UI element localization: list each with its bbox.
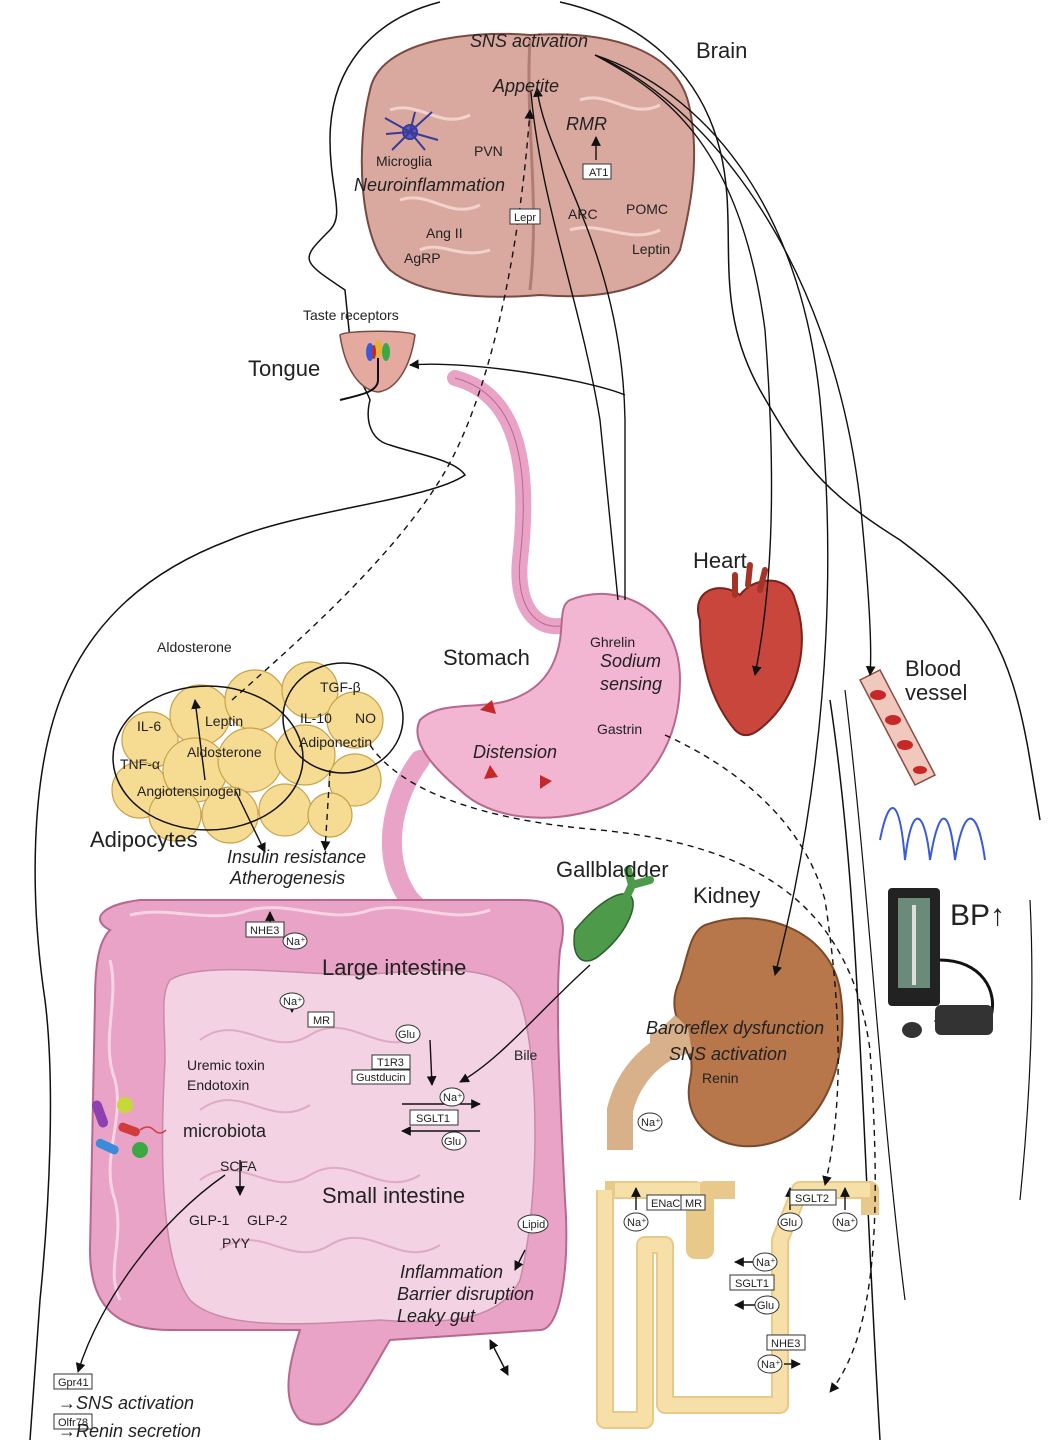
stomach-sodium: Sodium [600,651,661,671]
brain-at1: AT1 [589,167,608,179]
brain-ang2: Ang II [426,225,463,241]
kidney-label: Kidney [693,883,760,908]
int-pyy: PYY [222,1235,251,1251]
large-intestine-label: Large intestine [322,955,466,980]
stomach-ghrelin: Ghrelin [590,634,635,650]
bp-waveform [880,808,985,860]
int-microbiota: microbiota [183,1121,267,1141]
adipo-leptin: Leptin [205,713,243,729]
tubule-na4: Na⁺ [761,1359,781,1371]
tubule-na2: Na⁺ [836,1217,856,1229]
brain-rmr: RMR [566,114,607,134]
int-na3: Na⁺ [443,1092,463,1104]
adipo-il10: IL-10 [300,710,332,726]
adipo-angiotensinogen: Angiotensinogen [137,783,241,799]
int-glu1: Glu [398,1029,415,1041]
int-glp2: GLP-2 [247,1212,288,1228]
int-glu2: Glu [444,1136,461,1148]
int-bile: Bile [514,1047,538,1063]
brain-agrp: AgRP [404,250,441,266]
tubule-glu2: Glu [757,1300,774,1312]
adipo-no: NO [355,710,376,726]
int-scfa: SCFA [220,1158,257,1174]
gallbladder-label: Gallbladder [556,857,669,882]
gpr41-label: Gpr41 [58,1377,89,1389]
int-mr: MR [313,1015,330,1027]
gallbladder-icon [574,870,650,961]
heart-icon [698,565,802,735]
adipo-adiponectin: Adiponectin [299,734,372,750]
tubule-na1: Na⁺ [627,1217,647,1229]
small-intestine-label: Small intestine [322,1183,465,1208]
kidney-mr: MR [685,1198,702,1210]
kidney-renin: Renin [702,1070,739,1086]
bp-label: BP↑ [950,899,1005,932]
int-nhe3: NHE3 [250,925,279,937]
tongue-icon [340,331,415,400]
int-inflammation: Inflammation [400,1262,503,1282]
adipocytes-label: Adipocytes [90,827,198,852]
adipo-il6: IL-6 [137,718,161,734]
tubule-glu1: Glu [780,1217,797,1229]
esophagus [455,378,580,626]
stomach-gastrin: Gastrin [597,721,642,737]
brain-appetite: Appetite [492,76,559,96]
blood-vessel-label-1: Blood [905,656,961,681]
adipo-aldosterone-top: Aldosterone [157,639,232,655]
stomach-label: Stomach [443,645,530,670]
brain-leptin: Leptin [632,241,670,257]
adipo-tgf: TGF-β [320,679,361,695]
int-barrier: Barrier disruption [397,1284,534,1304]
tongue-label: Tongue [248,356,320,381]
int-na1: Na⁺ [286,936,306,948]
heart-label: Heart [693,548,747,573]
brain-microglia: Microglia [376,153,432,169]
brain-pvn: PVN [474,143,503,159]
int-sglt1: SGLT1 [416,1113,450,1125]
brain-label: Brain [696,38,747,63]
int-uremic-toxin: Uremic toxin [187,1057,265,1073]
int-endotoxin: Endotoxin [187,1077,249,1093]
int-t1r3: T1R3 [377,1057,404,1069]
kidney-enac: ENaC [651,1198,680,1210]
int-lipid: Lipid [522,1219,545,1231]
adipo-atherogenesis: Atherogenesis [229,868,345,888]
tubule-na3: Na⁺ [756,1257,776,1269]
olfr78-renin-secretion: →Renin secretion [58,1421,201,1440]
kidney-baroreflex: Baroreflex dysfunction [646,1018,824,1038]
kidney-na: Na⁺ [641,1117,661,1129]
brain-pomc: POMC [626,201,668,217]
adipo-insulin-resistance: Insulin resistance [227,847,366,867]
brain-arc: ARC [568,206,598,222]
tubule-sglt1: SGLT1 [735,1278,769,1290]
brain-neuroinflammation: Neuroinflammation [354,175,505,195]
blood-vessel-label-2: vessel [905,680,967,705]
gpr41-sns-activation: →SNS activation [58,1393,194,1413]
int-glp1: GLP-1 [189,1212,230,1228]
kidney-sglt2: SGLT2 [795,1193,829,1205]
int-na2: Na⁺ [283,996,303,1008]
adipo-tnf: TNF-α [120,756,160,772]
hand-outline [1020,900,1032,1200]
kidney-sns-activation: SNS activation [669,1044,787,1064]
stomach-distension: Distension [473,742,557,762]
int-leaky: Leaky gut [397,1306,476,1326]
stomach-sensing: sensing [600,674,662,694]
brain-lepr: Lepr [514,212,536,224]
int-gustducin: Gustducin [356,1072,406,1084]
brain-sns-activation: SNS activation [470,31,588,51]
taste-receptors-label: Taste receptors [303,307,399,323]
adipo-aldosterone: Aldosterone [187,744,262,760]
tubule-nhe3: NHE3 [771,1338,800,1350]
